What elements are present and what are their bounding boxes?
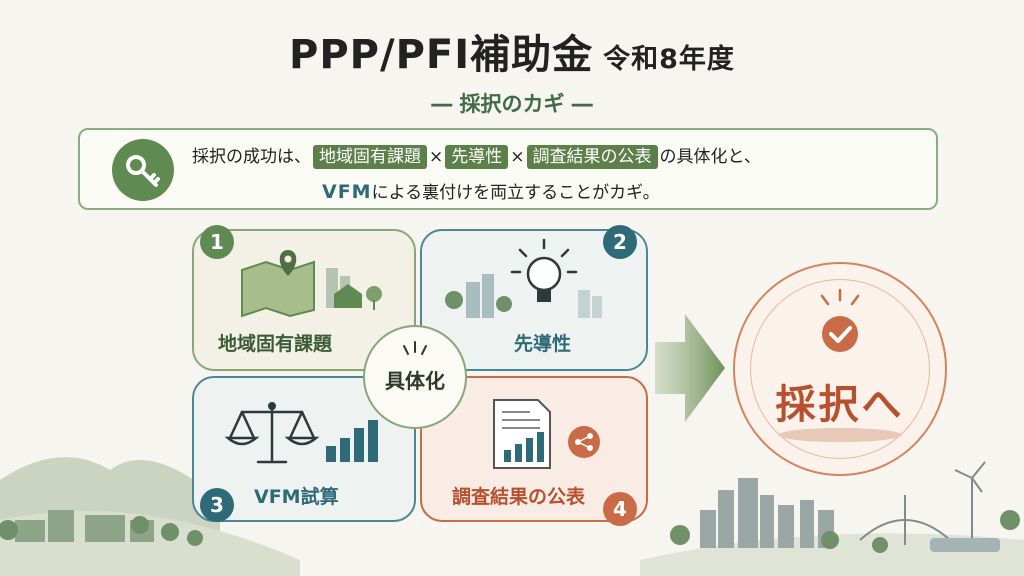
card-3-label: VFM試算 <box>254 486 339 508</box>
card-4-number: 4 <box>603 492 637 526</box>
result-shadow <box>778 428 902 442</box>
banner-text-after: の具体化と、 <box>659 147 761 167</box>
title-main: PPP/PFI補助金 <box>289 32 594 78</box>
banner-text-before: 採択の成功は、 <box>192 147 311 167</box>
check-icon <box>820 288 860 352</box>
result-inner-ring <box>750 279 930 459</box>
card-2-label: 先導性 <box>514 333 572 355</box>
card-1-number: 1 <box>200 225 234 259</box>
key-icon <box>112 139 174 201</box>
banner-line-2: VFMによる裏付けを両立することがカギ。 <box>322 178 660 203</box>
center-label: 具体化 <box>385 369 445 393</box>
banner-tag-3: 調査結果の公表 <box>526 145 658 169</box>
arrow-right-icon <box>655 314 725 422</box>
lightbulb-icon <box>445 238 602 318</box>
page-subtitle: ― 採択のカギ ― <box>431 92 593 116</box>
banner-line-1: 採択の成功は、地域固有課題×先導性×調査結果の公表の具体化と、 <box>192 142 761 169</box>
map-pin-icon <box>241 250 382 318</box>
banner-times-2: × <box>510 147 525 167</box>
scale-icon <box>224 402 378 464</box>
banner-line2-rest: による裏付けを両立することがカギ。 <box>371 183 660 203</box>
banner-times-1: × <box>429 147 444 167</box>
sparkle-icon <box>403 341 427 355</box>
title-year: 令和8年度 <box>603 44 735 75</box>
report-share-icon <box>493 399 600 469</box>
banner-vfm: VFM <box>322 181 372 203</box>
summary-banner <box>78 128 938 210</box>
card-2-number: 2 <box>603 225 637 259</box>
page-title: PPP/PFI補助金令和8年度 <box>0 22 1024 80</box>
card-1-label: 地域固有課題 <box>218 333 333 355</box>
banner-tag-1: 地域固有課題 <box>313 145 427 169</box>
banner-tag-2: 先導性 <box>445 145 509 169</box>
result-label: 採択へ <box>775 382 905 428</box>
card-3-number: 3 <box>200 488 234 522</box>
card-4-label: 調査結果の公表 <box>452 486 586 508</box>
